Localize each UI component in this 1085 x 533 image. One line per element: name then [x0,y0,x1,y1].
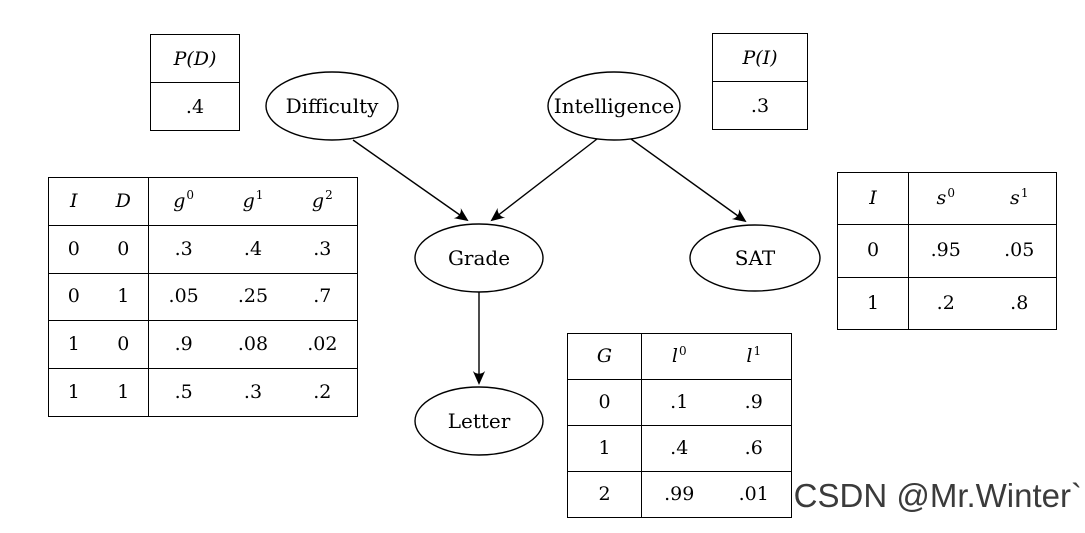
intelligence-prior-table: P(I) .3 [712,33,808,130]
edge-difficulty-grade [352,139,469,222]
key-cell: 1 [598,437,611,459]
value-cell: .05 [1004,239,1035,262]
letter-node-ellipse [414,386,544,456]
value-cell: .2 [936,291,955,314]
var-symbol: g [173,189,186,212]
csdn-watermark: CSDN @Mr.Winter` [793,477,1082,514]
table-header: P(I) [742,46,778,69]
table-row: 1 .2 .8 [838,276,1056,329]
grade-node-label: Grade [447,246,511,270]
table-row: 0 .95 .05 [838,224,1056,277]
value-cell: .99 [664,483,695,505]
table-value: .3 [713,81,807,129]
key-cell: 0 [117,333,130,356]
value-cell: .95 [930,239,961,262]
key-cell: 0 [866,239,880,262]
key-cell: 0 [598,391,611,413]
value-cell: .4 [670,437,689,459]
table-row: 1 0 .9 .08 .02 [49,320,357,369]
value-cell: .9 [174,333,193,356]
var-symbol: l [746,345,753,367]
value-cell: .08 [237,333,269,356]
value-cell: .2 [313,381,332,404]
sat-node-label: SAT [734,246,776,270]
table-row: 0 1 .05 .25 .7 [49,272,357,321]
table-header: P(D) [173,47,217,70]
value-cell: .3 [243,381,263,404]
col-header: I [69,189,78,212]
grade-node-ellipse [414,223,544,293]
key-cell: 1 [67,381,80,404]
col-header: G [596,345,613,367]
key-cell: 0 [67,237,80,260]
table-value: .4 [151,82,239,130]
value-cell: .4 [243,237,263,260]
value-cell: .7 [313,285,332,308]
intelligence-node-ellipse [547,71,681,141]
var-symbol: s [936,187,947,210]
key-cell: 1 [866,291,880,314]
value-cell: .8 [1010,291,1029,314]
var-symbol: s [1010,187,1020,210]
col-header: D [115,189,131,212]
difficulty-node-label: Difficulty [285,94,379,118]
edge-intelligence-grade [490,138,598,222]
key-cell: 0 [67,285,80,308]
difficulty-node-ellipse [265,71,399,141]
table-row: 1 .4 .6 [568,425,791,471]
key-cell: 2 [598,483,611,505]
value-cell: .5 [174,381,193,404]
value-cell: .01 [738,483,769,505]
var-symbol: g [242,189,255,212]
value-cell: .3 [313,237,332,260]
col-header: I [869,187,877,210]
difficulty-prior-table: P(D) .4 [150,34,240,131]
var-symbol: l [671,345,678,367]
table-row: 2 .99 .01 [568,471,791,517]
value-cell: .6 [744,437,763,459]
table-row: 0 .1 .9 [568,379,791,425]
key-cell: 1 [117,381,130,404]
value-cell: .25 [237,285,269,308]
value-cell: .1 [670,391,689,413]
intelligence-node-label: Intelligence [553,94,675,118]
table-row: 1 1 .5 .3 .2 [49,368,357,416]
edge-intelligence-sat [630,138,747,223]
table-row: 0 0 .3 .4 .3 [49,224,357,273]
var-symbol: g [311,189,325,212]
value-cell: .9 [744,391,763,413]
value-cell: .02 [307,333,338,356]
letter-node-label: Letter [447,409,511,433]
sat-node-ellipse [689,224,821,292]
key-cell: 0 [117,237,130,260]
value-cell: .05 [168,285,199,308]
value-cell: .3 [174,237,193,260]
key-cell: 1 [67,333,80,356]
key-cell: 1 [117,285,130,308]
